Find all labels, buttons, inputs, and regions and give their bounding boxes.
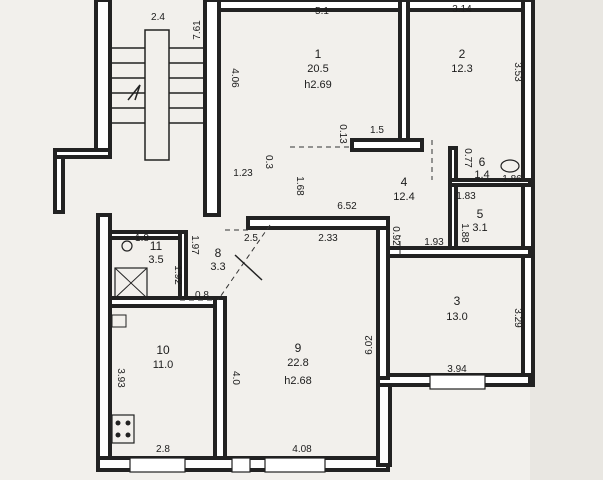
dim-stair-side: 7.61 <box>192 20 203 40</box>
wall-left-entry-top <box>53 148 112 159</box>
dim-r10-bottom: 2.8 <box>156 444 170 455</box>
stair-arrow <box>127 84 141 101</box>
sink-icon <box>121 240 133 252</box>
wall-r11-right <box>178 230 188 300</box>
wall-left-upper <box>94 0 112 152</box>
dim-hall-length: 6.52 <box>337 201 357 212</box>
room-1-number: 1 <box>315 47 322 61</box>
room-4-area: 12.4 <box>393 191 414 203</box>
staircase <box>112 29 205 161</box>
dim-r3-right: 3.29 <box>512 308 523 328</box>
dim-r2-right: 3.53 <box>512 62 523 82</box>
room-9-height: h2.68 <box>284 375 312 387</box>
diagonal-mark <box>234 254 263 281</box>
dim-r9-bottom: 4.08 <box>292 444 312 455</box>
dim-r8-bottom: 0.8 <box>195 290 209 301</box>
wall-step <box>376 383 392 467</box>
window-room9 <box>264 457 326 473</box>
burner-icon <box>125 432 131 438</box>
window-room10 <box>129 457 186 473</box>
room-2-number: 2 <box>459 47 466 61</box>
walls <box>53 0 535 472</box>
shower-cross <box>114 267 148 299</box>
room-10-area: 11.0 <box>153 359 174 371</box>
room-9-area: 22.8 <box>287 357 308 369</box>
room-6-area: 1.4 <box>474 169 489 181</box>
dim-r9-right: 6.02 <box>364 335 375 355</box>
dim-r2-top: 3.14 <box>452 4 472 15</box>
wall-right <box>521 0 535 387</box>
toilet-icon <box>500 159 520 173</box>
dim-r5-top: 1.83 <box>456 191 476 202</box>
openings <box>180 140 433 301</box>
burner-icon <box>115 420 121 426</box>
stove-icon <box>111 414 135 444</box>
room-3-number: 3 <box>454 294 461 308</box>
dim-r11-side: 1.97 <box>189 235 200 255</box>
dim-r9-left: 4.0 <box>230 371 241 385</box>
dim-hall-right: 0.92 <box>390 226 401 246</box>
sink-icon <box>111 314 127 328</box>
dim-r8-left: 2.5 <box>244 233 258 244</box>
room-1-area: 20.5 <box>307 63 328 75</box>
burner-icon <box>125 420 131 426</box>
wall-left-lower <box>96 213 112 462</box>
wall-r1-bottom <box>350 138 424 152</box>
room-labels: 1 20.5 h2.69 2 12.3 3 13.0 4 12.4 5 3.1 … <box>148 47 489 387</box>
wall-stair-right <box>203 0 221 217</box>
wall-top <box>217 0 531 12</box>
dim-r11-top: 1.8 <box>135 233 149 244</box>
dim-r1-top: 5.1 <box>315 6 329 17</box>
room-5-number: 5 <box>477 207 484 221</box>
room-8-number: 8 <box>215 246 222 260</box>
wall-r1-r2 <box>398 0 410 142</box>
dim-stair-width: 2.4 <box>151 12 165 23</box>
window-small <box>231 457 251 473</box>
room-6-number: 6 <box>479 155 486 169</box>
wall-hall-bottom <box>246 216 390 230</box>
room-4-number: 4 <box>401 175 408 189</box>
dim-hall-right-2: 1.93 <box>424 237 444 248</box>
fixtures <box>111 159 520 444</box>
room-11-number: 11 <box>150 239 163 253</box>
dim-hall-left: 1.23 <box>233 168 253 179</box>
room-10-number: 10 <box>156 343 170 357</box>
wall-r9-left <box>213 296 227 460</box>
dim-r3-bottom: 3.94 <box>447 364 467 375</box>
room-3-area: 13.0 <box>446 311 467 323</box>
dim-r11-inner: 1.92 <box>172 265 183 285</box>
dim-r1-left: 4.06 <box>229 68 240 88</box>
dim-r5-side: 1.88 <box>459 223 470 243</box>
window-room3 <box>429 374 486 390</box>
wall-r3-top <box>386 246 532 258</box>
paper-shadow <box>530 0 603 480</box>
dim-hall-small: 0.3 <box>263 155 274 169</box>
dimension-labels: 2.4 7.61 5.1 3.14 4.06 3.53 0.13 1.5 0.7… <box>115 4 523 455</box>
dim-r8-top: 2.33 <box>318 233 338 244</box>
wall-r9-right <box>376 226 390 380</box>
room-2-area: 12.3 <box>451 63 472 75</box>
wall-r5-left <box>448 146 458 252</box>
wall-r6-r5 <box>448 178 532 187</box>
dim-r6-width: 0.77 <box>462 148 473 168</box>
windows <box>129 374 486 473</box>
room-11-area: 3.5 <box>148 254 163 266</box>
stair-well <box>144 29 170 161</box>
room-9-number: 9 <box>295 341 302 355</box>
room-5-area: 3.1 <box>472 222 487 234</box>
dim-r1-inner: 0.13 <box>337 124 348 144</box>
burner-icon <box>115 432 121 438</box>
shower-icon <box>114 267 148 299</box>
wall-left-entry-side <box>53 155 65 214</box>
dim-r1-bottom: 1.5 <box>370 125 384 136</box>
dim-r10-left: 3.93 <box>115 368 126 388</box>
dim-hall-height: 1.68 <box>294 176 305 196</box>
dim-r6-depth: 1.86 <box>502 174 522 185</box>
room-1-height: h2.69 <box>304 79 332 91</box>
room-8-area: 3.3 <box>210 261 225 273</box>
wall-r10-top <box>108 296 217 308</box>
